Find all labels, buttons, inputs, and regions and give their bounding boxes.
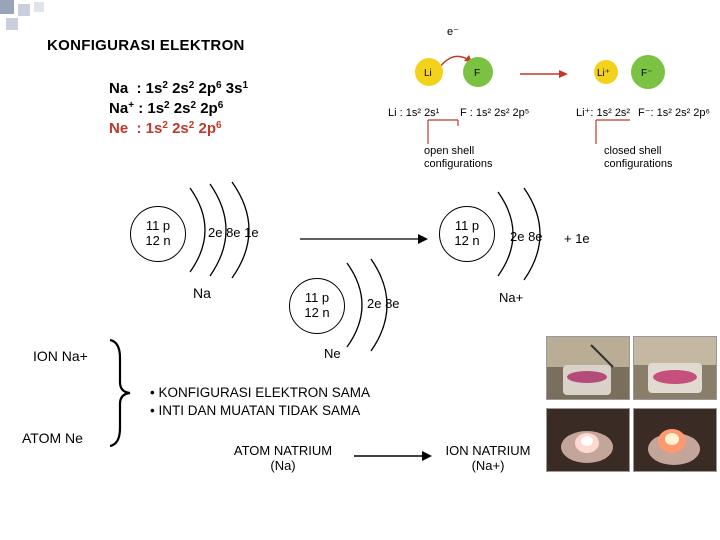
- svg-text:Li: Li: [424, 68, 432, 79]
- photo-sodium-jar: [546, 336, 630, 400]
- config-na-ion: Na+ : 1s2 2s2 2p6: [109, 99, 223, 118]
- na-ion-shell-electrons: 2e 8e: [510, 229, 543, 244]
- photo-flame-1: [546, 408, 630, 472]
- reaction-arrow: [300, 232, 430, 246]
- config-ne: Ne : 1s2 2s2 2p6: [109, 119, 222, 138]
- atom-ne-label: ATOM Ne: [22, 430, 83, 446]
- bullet-different-nucleus: • INTI DAN MUATAN TIDAK SAMA: [150, 402, 370, 420]
- ion-na-label: ION Na+: [33, 348, 88, 364]
- na-shell-electrons: 2e 8e 1e: [208, 225, 259, 240]
- ne-label: Ne: [324, 346, 341, 361]
- svg-text:configurations: configurations: [424, 158, 493, 170]
- f-ion-config: F⁻: 1s² 2s² 2p⁶: [638, 107, 710, 119]
- na-label: Na: [193, 285, 211, 301]
- li-config: Li : 1s² 2s¹: [388, 107, 440, 119]
- bottom-arrow: [354, 449, 434, 463]
- bullet-same-config: • KONFIGURASI ELEKTRON SAMA: [150, 384, 370, 402]
- page-title: KONFIGURASI ELEKTRON: [47, 37, 245, 54]
- config-na: Na : 1s2 2s2 2p6 3s1: [109, 79, 248, 98]
- electron-label: e⁻: [447, 26, 459, 38]
- svg-text:Li⁺: Li⁺: [597, 68, 610, 79]
- closed-shell-label: closed shell: [604, 145, 661, 157]
- photo-sodium-water: [633, 336, 717, 400]
- li-ion-config: Li⁺: 1s² 2s²: [576, 107, 630, 119]
- svg-text:F: F: [474, 68, 480, 79]
- atom-natrium-label: ATOM NATRIUM(Na): [218, 443, 348, 473]
- na-ion-label: Na+: [499, 290, 523, 305]
- f-config: F : 1s² 2s² 2p⁵: [460, 107, 529, 119]
- open-shell-label: open shell: [424, 145, 474, 157]
- ne-shell-electrons: 2e 8e: [367, 296, 400, 311]
- brace: [104, 338, 134, 448]
- ion-natrium-label: ION NATRIUM(Na+): [428, 443, 548, 473]
- lif-figure: e⁻ Li F Li⁺ F⁻ Li : 1s² 2s¹ F : 1s² 2s² …: [380, 22, 720, 177]
- svg-text:configurations: configurations: [604, 158, 673, 170]
- removed-electron: + 1e: [564, 231, 590, 246]
- photo-flame-2: [633, 408, 717, 472]
- decorative-squares: [0, 0, 60, 40]
- comparison-bullets: • KONFIGURASI ELEKTRON SAMA • INTI DAN M…: [150, 384, 370, 420]
- svg-text:F⁻: F⁻: [641, 68, 652, 79]
